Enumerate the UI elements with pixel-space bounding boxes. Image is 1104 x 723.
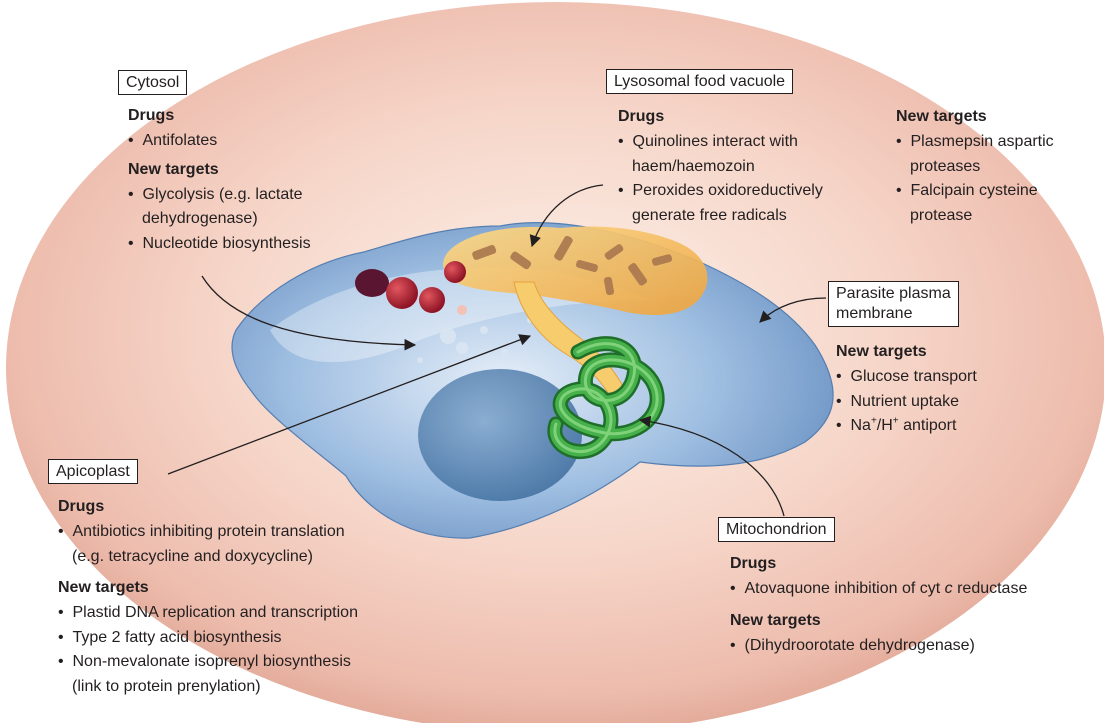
lysosome-drugs: Drugs Quinolines interact with haem/haem… [618,104,823,228]
mitochondrion-targets-heading: New targets [730,608,1027,634]
lysosome-drug-item: Peroxides oxidoreductively [618,179,823,204]
lysosome-drug-item: Quinolines interact with [618,130,823,155]
antiport-rest: antiport [899,417,957,434]
membrane-targets-heading: New targets [836,339,977,365]
membrane-info: New targets Glucose transport Nutrient u… [836,339,977,439]
lysosome-targets-heading: New targets [896,104,1054,130]
cytosol-targets-heading: New targets [128,157,311,183]
mito-drug-suffix: reductase [953,580,1028,597]
lysosome-drug-item-cont: generate free radicals [618,204,823,229]
apicoplast-target-item-cont: (link to protein prenylation) [58,675,358,700]
mito-drug-italic: c [945,580,953,597]
apicoplast-drugs-heading: Drugs [58,494,358,520]
apicoplast-label: Apicoplast [48,459,138,484]
membrane-target-item: Na+/H+ antiport [836,414,977,439]
membrane-label: Parasite plasma membrane [828,281,959,327]
antiport-na: Na [851,417,871,434]
membrane-label-line2: membrane [836,304,951,324]
mitochondrion-info: Drugs Atovaquone inhibition of cyt c red… [730,551,1027,658]
antiport-h: /H [877,417,893,434]
membrane-target-item: Glucose transport [836,365,977,390]
cytosol-drugs-heading: Drugs [128,103,311,129]
cytosol-drug-item: Antifolates [128,129,311,154]
lysosome-target-item: Plasmepsin aspartic [896,130,1054,155]
lysosome-target-item-cont: protease [896,204,1054,229]
cytosol-target-item: Glycolysis (e.g. lactate [128,183,311,208]
cytosol-info: Drugs Antifolates New targets Glycolysis… [128,103,311,256]
membrane-label-line1: Parasite plasma [836,284,951,304]
lysosome-label: Lysosomal food vacuole [606,69,793,94]
lysosome-target-item: Falcipain cysteine [896,179,1054,204]
apicoplast-target-item: Type 2 fatty acid biosynthesis [58,626,358,651]
cytosol-target-item-cont: dehydrogenase) [128,207,311,232]
cytosol-target-item: Nucleotide biosynthesis [128,232,311,257]
lysosome-drug-item-cont: haem/haemozoin [618,155,823,180]
mitochondrion-drugs-heading: Drugs [730,551,1027,577]
apicoplast-info: Drugs Antibiotics inhibiting protein tra… [58,494,358,699]
mitochondrion-target-item: (Dihydroorotate dehydrogenase) [730,634,1027,659]
apicoplast-targets-heading: New targets [58,575,358,601]
lysosome-target-item-cont: proteases [896,155,1054,180]
membrane-target-item: Nutrient uptake [836,390,977,415]
apicoplast-drug-item-cont: (e.g. tetracycline and doxycycline) [58,545,358,570]
mitochondrion-drug-item: Atovaquone inhibition of cyt c reductase [730,577,1027,602]
apicoplast-target-item: Plastid DNA replication and transcriptio… [58,601,358,626]
lysosome-drugs-heading: Drugs [618,104,823,130]
apicoplast-drug-item: Antibiotics inhibiting protein translati… [58,520,358,545]
lysosome-targets: New targets Plasmepsin aspartic protease… [896,104,1054,228]
mito-drug-prefix: Atovaquone inhibition of cyt [745,580,945,597]
cytosol-label: Cytosol [118,70,187,95]
mitochondrion-label: Mitochondrion [718,517,835,542]
apicoplast-target-item: Non-mevalonate isoprenyl biosynthesis [58,650,358,675]
